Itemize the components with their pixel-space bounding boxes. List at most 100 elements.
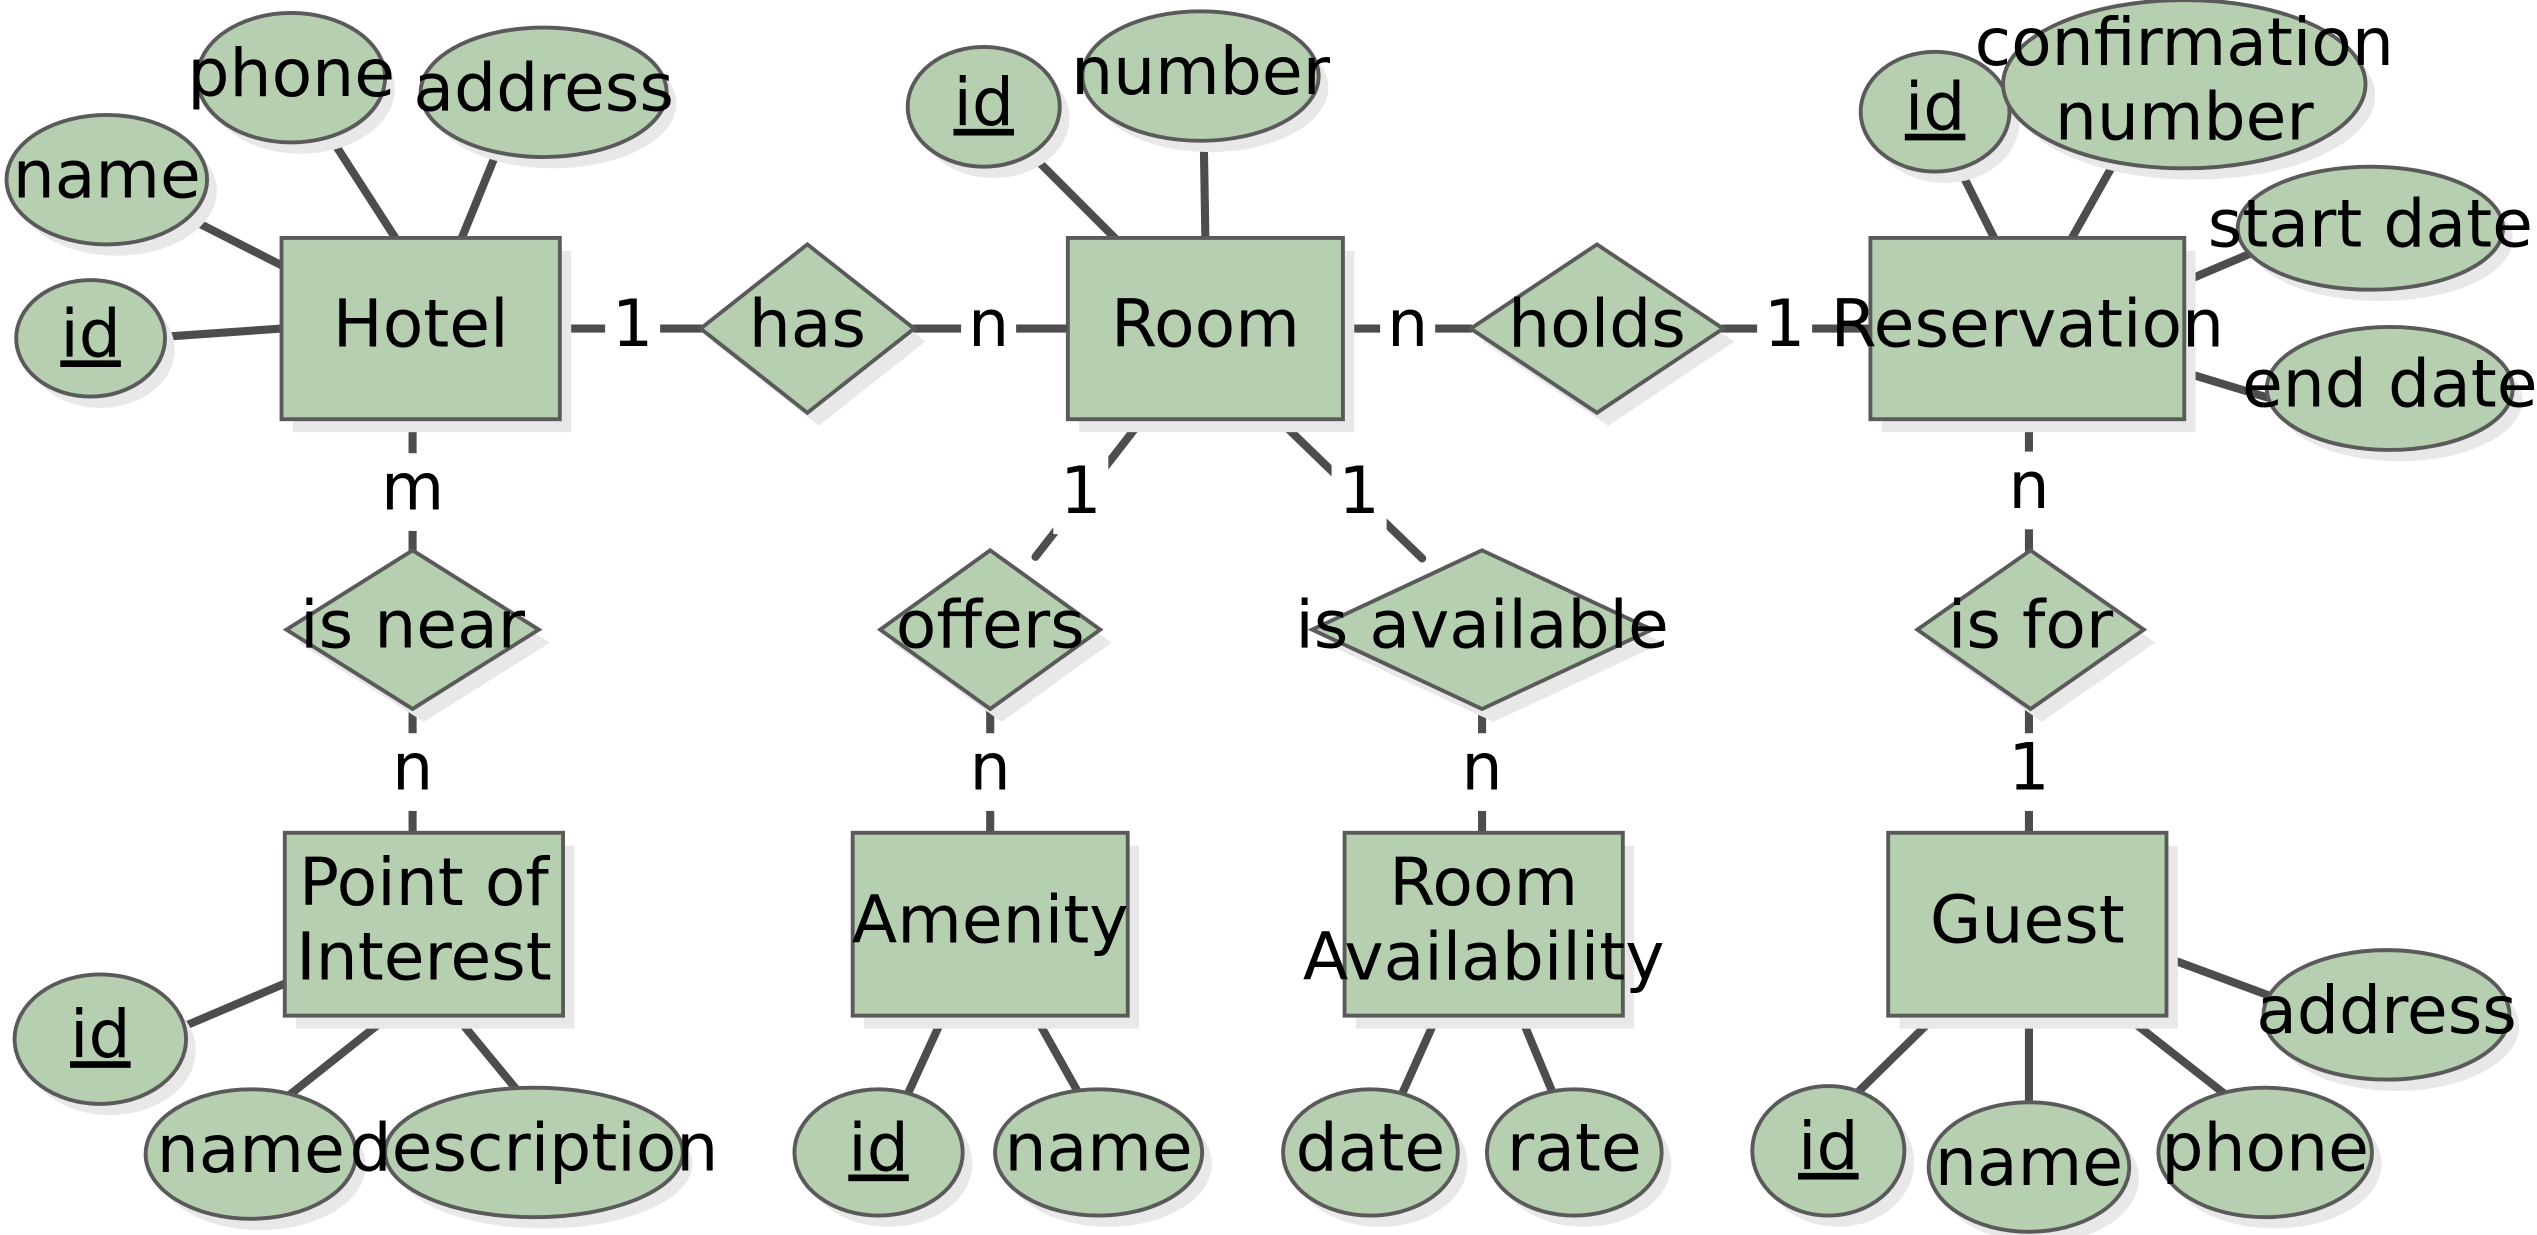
- attribute-ellipse: [2001, 0, 2368, 171]
- cardinality-has_room: n: [961, 287, 1017, 368]
- attribute-label-res_id: id: [1905, 68, 1966, 146]
- cardinality-label-res_is_for: n: [2008, 449, 2049, 524]
- entity-rect: [282, 830, 566, 1018]
- relationship-label-is_available: is available: [1295, 586, 1668, 664]
- relationship-node-has[interactable]: has: [697, 241, 926, 426]
- edge-ra-rate: [1516, 1012, 1558, 1099]
- attribute-node-poi_desc[interactable]: description: [350, 1085, 719, 1229]
- cardinality-backdrop: [2001, 451, 2057, 530]
- edge-room-id: [1026, 149, 1121, 244]
- attribute-ellipse: [1858, 49, 2012, 174]
- attribute-node-res_end[interactable]: end date: [2242, 325, 2537, 462]
- entity-node-hotel[interactable]: Hotel: [279, 235, 572, 433]
- edge-guest-address: [2164, 954, 2278, 1002]
- relationship-node-is_available[interactable]: is available: [1295, 548, 1669, 722]
- attribute-node-guest_name[interactable]: name: [1926, 1100, 2139, 1235]
- attribute-label-guest_address: address: [2256, 971, 2517, 1049]
- entity-rect: [279, 235, 562, 422]
- edge-guest-id: [1851, 1012, 1940, 1099]
- entity-node-amenity[interactable]: Amenity: [850, 830, 1140, 1029]
- attribute-node-room_number[interactable]: number: [1071, 9, 1331, 153]
- relationship-label-has: has: [749, 285, 866, 363]
- attribute-label-poi_id: id: [70, 995, 131, 1073]
- attribute-node-hotel_phone[interactable]: phone: [187, 11, 395, 154]
- cardinality-holds_res: 1: [1757, 287, 1813, 368]
- relationship-node-holds[interactable]: holds: [1467, 242, 1735, 426]
- attribute-node-ra_date[interactable]: date: [1281, 1087, 1468, 1227]
- entity-node-guest[interactable]: Guest: [1886, 830, 2178, 1029]
- attribute-ellipse: [2156, 1085, 2374, 1220]
- attribute-ellipse: [12, 972, 189, 1106]
- entity-rect: [1886, 830, 2169, 1018]
- attribute-label-hotel_name: name: [13, 136, 201, 214]
- entity-rect: [850, 830, 1130, 1018]
- attribute-node-amenity_id[interactable]: id: [792, 1087, 973, 1227]
- attribute-ellipse: [1080, 9, 1321, 143]
- relationship-node-is_near[interactable]: is near: [282, 548, 551, 722]
- attribute-node-guest_id[interactable]: id: [1750, 1084, 1915, 1227]
- attribute-label-res_end: end date: [2242, 345, 2537, 423]
- entity-label-reservation: Reservation: [1831, 285, 2225, 363]
- attribute-label-room_id: id: [953, 63, 1014, 141]
- attribute-node-poi_id[interactable]: id: [12, 972, 196, 1116]
- cardinality-hotel_has: 1: [605, 287, 661, 368]
- relationship-node-is_for[interactable]: is for: [1913, 547, 2156, 722]
- attribute-node-guest_address[interactable]: address: [2256, 948, 2520, 1091]
- relationship-diamond: [1467, 242, 1727, 416]
- edge-poi-name: [282, 1012, 393, 1102]
- attribute-node-res_start[interactable]: start date: [2208, 164, 2533, 302]
- cardinality-room_offers: 1: [1053, 454, 1109, 535]
- attribute-node-poi_name[interactable]: name: [143, 1087, 366, 1231]
- attribute-node-hotel_address[interactable]: address: [413, 25, 677, 169]
- edge-hotel-address: [457, 148, 501, 244]
- attribute-ellipse: [792, 1087, 965, 1218]
- relationship-diamond: [282, 548, 543, 712]
- attribute-node-hotel_name[interactable]: name: [4, 112, 217, 256]
- attribute-ellipse: [905, 44, 1062, 169]
- entity-label-amenity: Amenity: [852, 880, 1129, 958]
- cardinality-hotel_is_near: m: [381, 451, 444, 531]
- cardinality-is_near_poi: n: [385, 731, 441, 811]
- entity-label-hotel: Hotel: [333, 285, 509, 363]
- attribute-node-res_id[interactable]: id: [1858, 49, 2020, 183]
- entity-node-room[interactable]: Room: [1065, 235, 1355, 433]
- attribute-label-room_number: number: [1071, 32, 1331, 110]
- entity-node-reservation[interactable]: Reservation: [1831, 235, 2225, 433]
- edge-hotel-id: [160, 324, 286, 341]
- attribute-node-guest_phone[interactable]: phone: [2156, 1085, 2382, 1229]
- cardinality-label-hotel_is_near: m: [381, 451, 444, 526]
- attribute-ellipse: [418, 25, 669, 159]
- cardinality-label-room_holds: n: [1387, 287, 1428, 362]
- relationship-diamond: [1913, 547, 2148, 712]
- relationship-label-offers: offers: [896, 586, 1085, 664]
- attribute-label-ra_date: date: [1296, 1109, 1446, 1187]
- edge-amenity-name: [1031, 1012, 1084, 1099]
- attribute-ellipse: [2235, 164, 2505, 292]
- attribute-label-res_start: start date: [2208, 184, 2533, 262]
- cardinality-backdrop: [385, 453, 441, 531]
- relationship-diamond: [697, 241, 918, 416]
- entity-rect: [1065, 235, 1345, 422]
- cardinality-backdrop: [1454, 733, 1510, 811]
- attribute-node-room_id[interactable]: id: [905, 44, 1070, 179]
- attribute-label-hotel_address: address: [413, 48, 674, 126]
- cardinality-label-room_is_avail: 1: [1339, 454, 1380, 529]
- attribute-node-hotel_id[interactable]: id: [14, 278, 175, 408]
- attribute-node-ra_rate[interactable]: rate: [1484, 1087, 1672, 1227]
- cardinality-label-holds_res: 1: [1764, 287, 1805, 362]
- relationship-label-is_for: is for: [1948, 586, 2114, 664]
- relationship-layer: has holds is near offers is available is for: [282, 241, 2156, 722]
- cardinality-label-offers_amenity: n: [970, 731, 1011, 806]
- attribute-node-amenity_name[interactable]: name: [993, 1087, 1212, 1227]
- attribute-ellipse: [1750, 1084, 1907, 1218]
- relationship-node-offers[interactable]: offers: [876, 547, 1112, 722]
- attribute-label-guest_phone: phone: [2161, 1109, 2369, 1187]
- attribute-label-amenity_name: name: [1005, 1109, 1193, 1187]
